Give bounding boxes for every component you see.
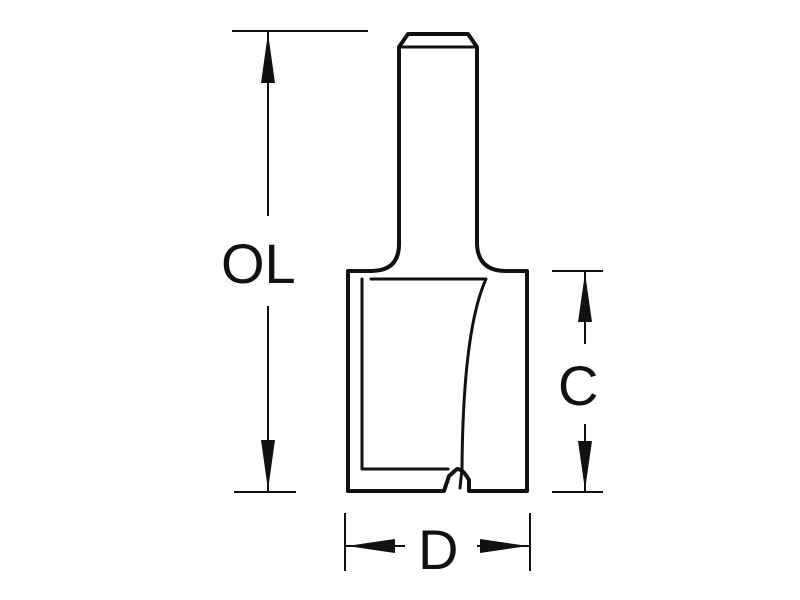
c-label: C [558,354,598,417]
c-bottom-arrow-icon [578,441,592,490]
bit-outline [346,32,529,493]
c-dimension [552,270,603,493]
d-label: D [418,518,458,581]
flute-curve [458,277,488,490]
d-right-arrow-icon [480,539,528,553]
c-top-arrow-icon [578,273,592,322]
cutting-edge-inner [360,277,450,471]
ol-top-arrow-icon [261,33,275,83]
ol-bottom-arrow-icon [261,440,275,490]
d-left-arrow-icon [347,539,395,553]
ol-dimension [232,30,368,493]
router-bit [346,32,529,493]
ol-label: OL [221,232,296,295]
d-dimension [344,513,531,571]
